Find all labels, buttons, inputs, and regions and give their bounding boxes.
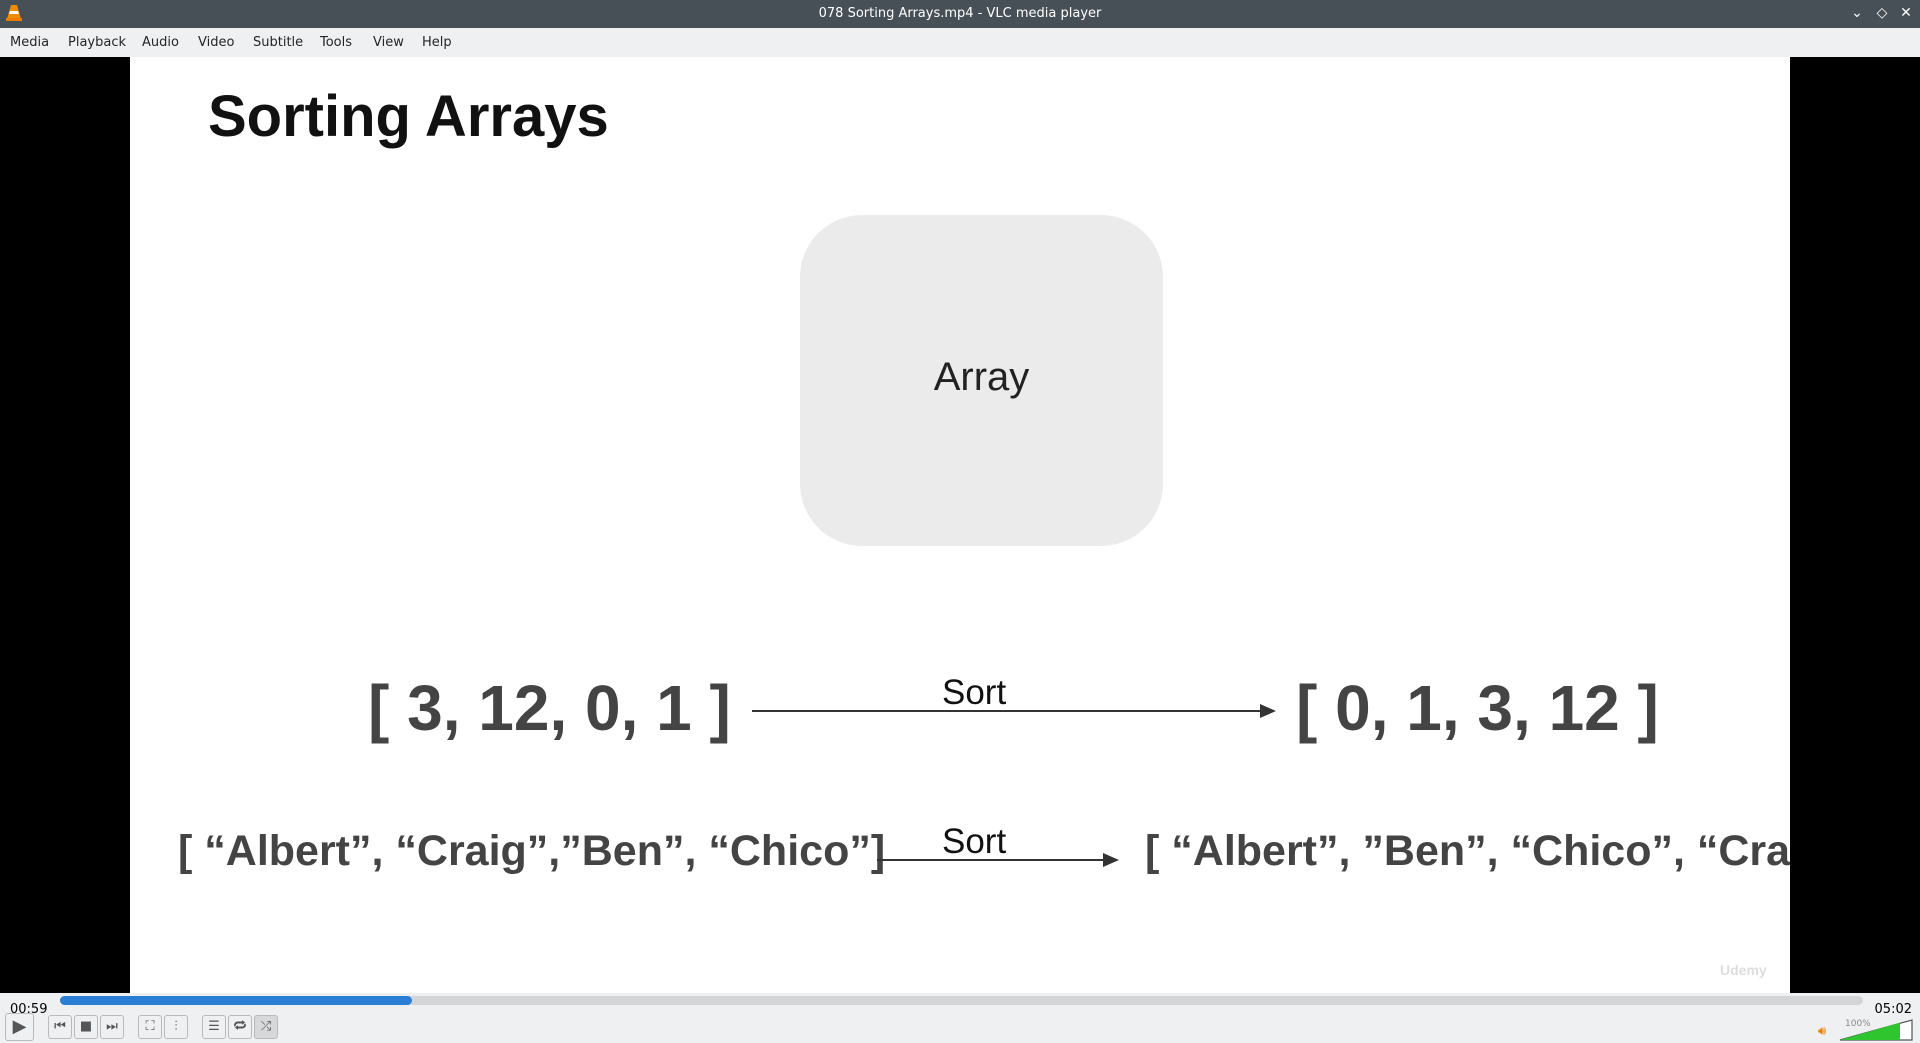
array-box: Array	[800, 215, 1163, 546]
shuffle-button[interactable]: ⤮	[254, 1015, 278, 1039]
fullscreen-icon: ⛶	[145, 1019, 155, 1034]
sort-label-numbers: Sort	[942, 673, 1007, 712]
shuffle-icon: ⤮	[260, 1019, 272, 1034]
loop-button[interactable]: 🔁︎	[228, 1015, 252, 1039]
udemy-watermark: Udemy	[1720, 962, 1767, 978]
play-icon: ▶	[12, 1016, 27, 1037]
video-area[interactable]: Sorting Arrays Array [ 3, 12, 0, 1 ] Sor…	[0, 57, 1920, 993]
sort-label-strings: Sort	[942, 822, 1007, 861]
unsorted-strings: [ “Albert”, “Craig”,”Ben”, “Chico”]	[178, 827, 886, 875]
menu-tools[interactable]: Tools	[320, 35, 353, 50]
menu-audio[interactable]: Audio	[142, 35, 179, 50]
fullscreen-button[interactable]: ⛶	[138, 1015, 162, 1039]
menu-subtitle[interactable]: Subtitle	[253, 35, 304, 50]
menu-bar: Media Playback Audio Video Subtitle Tool…	[0, 28, 1920, 57]
slide: Sorting Arrays Array [ 3, 12, 0, 1 ] Sor…	[130, 57, 1790, 993]
equalizer-icon: ⫶	[174, 1019, 178, 1034]
menu-playback[interactable]: Playback	[68, 35, 127, 50]
play-button[interactable]: ▶	[5, 1013, 34, 1041]
menu-media[interactable]: Media	[10, 35, 50, 50]
total-time[interactable]: 05:02	[1874, 1002, 1912, 1017]
playlist-icon: ☰	[208, 1019, 220, 1034]
minimize-button[interactable]: ⌄	[1851, 5, 1863, 21]
sorted-strings: [ “Albert”, ”Ben”, “Chico”, “Craig”]	[1145, 827, 1790, 875]
menu-view[interactable]: View	[373, 35, 404, 50]
unsorted-numbers: [ 3, 12, 0, 1 ]	[368, 672, 731, 744]
array-label: Array	[933, 355, 1030, 399]
previous-icon: ⏮	[54, 1019, 66, 1034]
vlc-logo-icon	[6, 5, 22, 21]
maximize-button[interactable]: ◇	[1876, 5, 1888, 21]
menu-video[interactable]: Video	[198, 35, 235, 50]
sorted-numbers: [ 0, 1, 3, 12 ]	[1296, 672, 1659, 744]
window-title: 078 Sorting Arrays.mp4 - VLC media playe…	[818, 6, 1102, 21]
seek-progress	[60, 996, 412, 1005]
volume-label: 100%	[1845, 1019, 1871, 1029]
playlist-button[interactable]: ☰	[202, 1015, 226, 1039]
close-button[interactable]: ✕	[1900, 5, 1912, 21]
next-icon: ⏭	[106, 1019, 118, 1034]
seek-bar[interactable]	[60, 996, 1863, 1005]
loop-icon: 🔁︎	[233, 1019, 247, 1034]
arrow-numbers	[752, 704, 1276, 718]
slide-heading: Sorting Arrays	[208, 84, 609, 149]
stop-icon: ■	[79, 1019, 93, 1034]
arrow-strings	[877, 853, 1119, 867]
volume-level	[1840, 1022, 1900, 1040]
title-bar: 078 Sorting Arrays.mp4 - VLC media playe…	[0, 0, 1920, 28]
stop-button[interactable]: ■	[74, 1015, 98, 1039]
volume-icon[interactable]: 🔊︎	[1818, 1024, 1827, 1039]
volume-slider[interactable]	[1838, 1019, 1914, 1041]
next-button[interactable]: ⏭	[100, 1015, 124, 1039]
previous-button[interactable]: ⏮	[48, 1015, 72, 1039]
extended-settings-button[interactable]: ⫶	[164, 1015, 188, 1039]
menu-help[interactable]: Help	[422, 35, 452, 50]
